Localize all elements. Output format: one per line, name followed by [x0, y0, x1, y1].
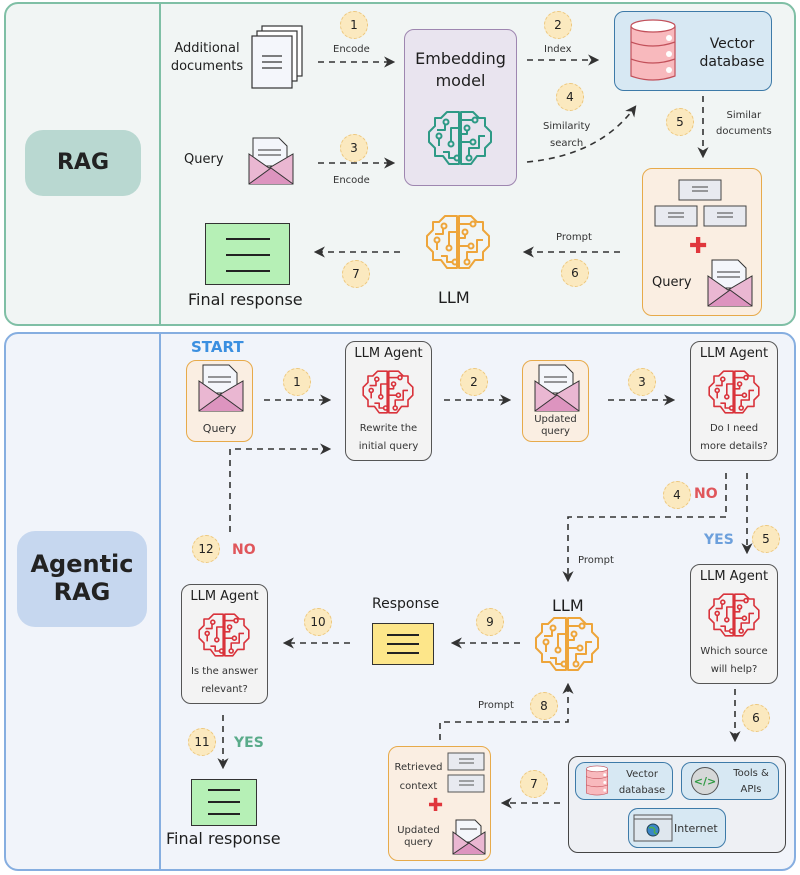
relevance-agent-text: Is the answer relevant? — [190, 666, 259, 695]
agentic-step-12: 12 — [192, 535, 220, 563]
rag-step-2: 2 — [544, 11, 572, 39]
rag-divider — [159, 4, 161, 324]
agent-brain-icon — [708, 370, 760, 414]
context-query-label: Query — [652, 275, 692, 290]
retrieved-context-label: Retrieved context — [394, 762, 443, 792]
agentic-step-10: 10 — [304, 608, 332, 636]
rewrite-agent-title: LLM Agent — [354, 346, 423, 361]
source-tools-label: Tools & APIs — [733, 768, 769, 795]
rag-step-3: 3 — [340, 134, 368, 162]
rag-step-4-label: Similarity search — [543, 121, 591, 149]
rag-step-1: 1 — [340, 11, 368, 39]
agent-brain-icon — [198, 613, 250, 657]
source-agent-title: LLM Agent — [699, 569, 769, 584]
start-label: START — [191, 338, 244, 356]
response-label: Response — [372, 596, 440, 612]
final-response-card — [191, 779, 257, 826]
rag-step-2-label: Index — [544, 44, 572, 55]
agentic-step-11: 11 — [188, 728, 216, 756]
similar-documents-icon — [654, 179, 747, 227]
database-icon — [586, 765, 608, 796]
source-internet-label: Internet — [674, 822, 718, 835]
agentic-llm-label: LLM — [552, 596, 584, 615]
plus-icon: ✚ — [689, 234, 708, 259]
yes-label-11: YES — [234, 735, 264, 751]
updated-query-label: Updated query — [534, 414, 577, 437]
agentic-step-6: 6 — [742, 704, 770, 732]
browser-globe-icon — [633, 814, 673, 842]
yes-label-5: YES — [704, 532, 734, 548]
embedding-brain-icon — [428, 111, 492, 165]
llm-brain-icon — [426, 215, 490, 269]
agent-brain-icon — [362, 370, 414, 414]
agentic-step-2: 2 — [460, 368, 488, 396]
rag-query-label: Query — [184, 152, 224, 167]
query-envelope-icon — [198, 364, 244, 412]
rag-llm-label: LLM — [438, 288, 470, 307]
details-agent-text: Do I need more details? — [700, 423, 768, 452]
final-response-card — [205, 223, 290, 285]
additional-documents-label: Additional documents — [170, 41, 244, 74]
rag-step-6-label: Prompt — [556, 232, 592, 243]
agentic-step-9: 9 — [476, 608, 504, 636]
agentic-section-label: Agentic RAG — [17, 531, 147, 627]
agentic-step-8: 8 — [530, 692, 558, 720]
rag-step-7: 7 — [342, 260, 370, 288]
context-docs-icon — [447, 752, 485, 793]
query-envelope-icon — [534, 364, 580, 412]
rag-final-response-label: Final response — [188, 290, 303, 309]
rag-step-5-label: Similar documents — [716, 110, 772, 137]
rag-step-6: 6 — [561, 259, 589, 287]
vector-database-label: Vector database — [699, 36, 765, 70]
updated-query-ctx-label: Updated query — [397, 825, 440, 848]
response-card — [372, 623, 434, 665]
documents-stack-icon — [251, 25, 303, 89]
code-icon: </> — [691, 767, 719, 795]
query-envelope-icon — [452, 819, 486, 855]
agentic-final-response-label: Final response — [166, 829, 281, 848]
embedding-model-label: Embedding model — [415, 49, 506, 90]
plus-icon: ✚ — [428, 795, 444, 816]
agentic-step-1: 1 — [283, 368, 311, 396]
rag-step-5: 5 — [666, 108, 694, 136]
rag-step-1-label: Encode — [333, 44, 370, 55]
no-label-4: NO — [694, 486, 718, 502]
agentic-step-7: 7 — [520, 770, 548, 798]
agentic-step-3: 3 — [628, 368, 656, 396]
details-agent-title: LLM Agent — [699, 346, 769, 361]
rag-step-4: 4 — [556, 83, 584, 111]
relevance-agent-title: LLM Agent — [190, 589, 259, 604]
source-vector-database-label: Vector database — [618, 769, 666, 796]
agentic-step-5: 5 — [752, 525, 780, 553]
source-agent-text: Which source will help? — [700, 646, 768, 675]
query-envelope-icon — [248, 137, 294, 185]
rewrite-agent-text: Rewrite the initial query — [358, 423, 419, 452]
rag-section-label: RAG — [25, 130, 141, 196]
rag-step-3-label: Encode — [333, 175, 370, 186]
agentic-query-label: Query — [202, 422, 237, 435]
prompt-label-8: Prompt — [478, 700, 514, 711]
agent-brain-icon — [708, 593, 760, 637]
agentic-divider — [159, 334, 161, 869]
source-agent-box — [690, 564, 778, 684]
query-envelope-icon — [707, 259, 753, 307]
agentic-step-4: 4 — [663, 481, 691, 509]
no-label-12: NO — [232, 542, 256, 558]
database-icon — [630, 19, 676, 81]
prompt-label-4: Prompt — [578, 555, 614, 566]
llm-brain-icon — [535, 617, 599, 671]
